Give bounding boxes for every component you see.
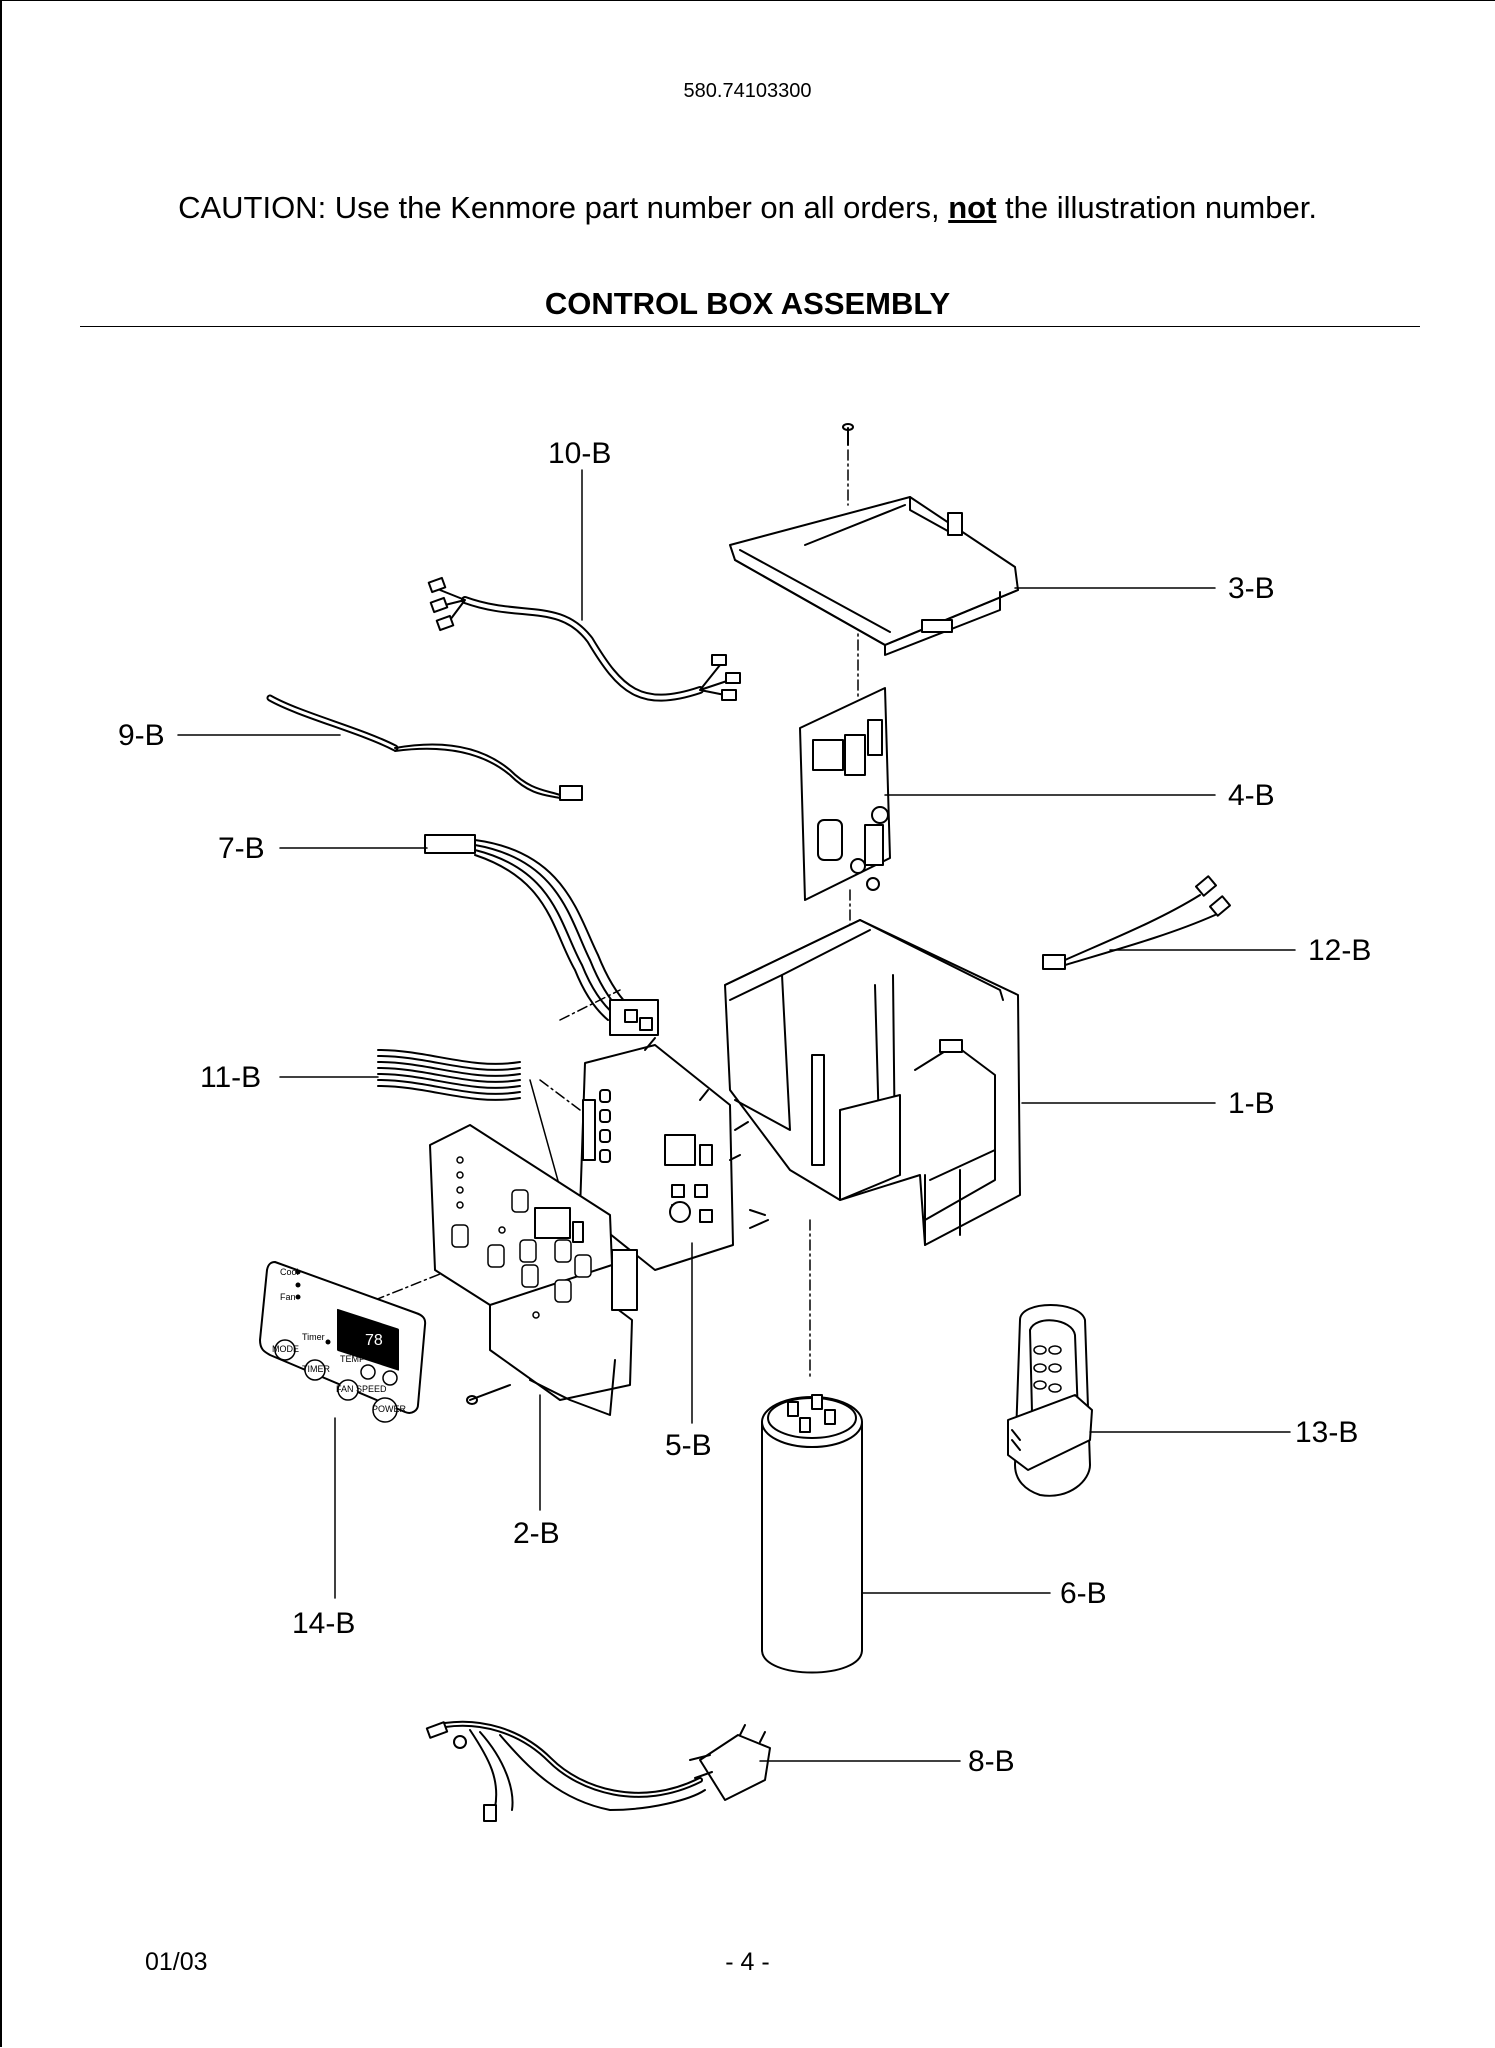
callout-9b: 9-B: [118, 719, 165, 752]
panel-label-mode: MODE: [272, 1344, 299, 1354]
panel-display: 78: [365, 1332, 383, 1349]
callout-3b: 3-B: [1228, 572, 1275, 605]
panel-label-temp: TEMP: [340, 1354, 365, 1364]
panel-label-fan: Fan: [280, 1292, 296, 1302]
callout-7b: 7-B: [218, 832, 265, 865]
title-rule: [80, 326, 1420, 327]
callout-12b: 12-B: [1308, 934, 1371, 967]
callout-14b: 14-B: [292, 1607, 355, 1640]
callout-8b: 8-B: [968, 1745, 1015, 1778]
callout-6b: 6-B: [1060, 1577, 1107, 1610]
part-harness-10b: [427, 576, 741, 702]
part-ribbon-11b: [377, 1049, 521, 1101]
part-housing-2b: [429, 1124, 638, 1416]
callout-4b: 4-B: [1228, 779, 1275, 812]
part-box-1b: [724, 919, 1021, 1246]
top-screw: [842, 423, 854, 446]
caution-note: CAUTION: Use the Kenmore part number on …: [0, 190, 1495, 226]
part-cover-3b: [729, 496, 1019, 656]
section-title: CONTROL BOX ASSEMBLY: [544, 286, 951, 321]
callout-13b: 13-B: [1295, 1416, 1358, 1449]
footer-date: 01/03: [145, 1948, 208, 1976]
callout-2b: 2-B: [513, 1517, 560, 1550]
part-remote-13b: [1007, 1304, 1093, 1497]
leader-lines: [177, 469, 1296, 1762]
caution-prefix: CAUTION: Use the Kenmore part number on …: [178, 190, 949, 225]
caution-emphasis: not: [948, 190, 997, 225]
footer-page-number: - 4 -: [725, 1948, 770, 1976]
panel-label-fanspeed: FAN SPEED: [336, 1384, 387, 1394]
callout-10b: 10-B: [548, 437, 611, 470]
callout-5b: 5-B: [665, 1429, 712, 1462]
caution-suffix: the illustration number.: [996, 190, 1317, 225]
panel-label-timer-led: Timer: [302, 1332, 325, 1342]
part-display-pcb-5b: [579, 1037, 769, 1271]
panel-label-power: POWER: [372, 1404, 407, 1414]
part-panel-14b: [259, 1261, 427, 1423]
callout-1b: 1-B: [1228, 1087, 1275, 1120]
part-pcb-4b: [799, 687, 891, 901]
part-powercord-8b: [425, 1720, 771, 1822]
model-number: 580.74103300: [683, 80, 812, 102]
part-capacitor-6b: [761, 1394, 863, 1674]
part-sensor-9b: [266, 694, 583, 801]
part-wire-12b: [1042, 875, 1231, 970]
panel-label-timer: TIMER: [302, 1364, 330, 1374]
callout-11b: 11-B: [200, 1061, 261, 1094]
panel-label-cool: Cool: [280, 1267, 299, 1277]
part-harness-7b: [424, 834, 659, 1036]
